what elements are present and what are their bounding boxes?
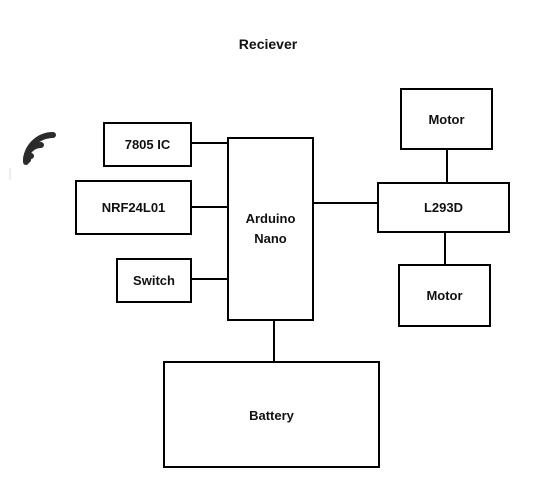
node-motor-bottom: Motor <box>398 264 491 327</box>
node-7805-ic: 7805 IC <box>103 122 192 167</box>
node-arduino-nano: Arduino Nano <box>227 137 314 321</box>
node-l293d: L293D <box>377 182 510 233</box>
node-switch: Switch <box>116 258 192 303</box>
node-l293d-label: L293D <box>424 200 463 215</box>
node-nrf24l01-label: NRF24L01 <box>102 200 166 215</box>
node-arduino-label-line2: Nano <box>254 231 287 246</box>
wifi-signal-icon <box>9 132 56 180</box>
node-battery-label: Battery <box>249 408 295 423</box>
node-battery: Battery <box>163 361 380 468</box>
node-motor-top: Motor <box>400 88 493 150</box>
node-motor-top-label: Motor <box>428 112 464 127</box>
node-nrf24l01: NRF24L01 <box>75 180 192 235</box>
node-arduino-label-line1: Arduino <box>246 211 296 226</box>
node-7805-ic-label: 7805 IC <box>125 137 171 152</box>
diagram-title: Reciever <box>238 36 298 52</box>
node-switch-label: Switch <box>133 273 175 288</box>
node-motor-bottom-label: Motor <box>426 288 462 303</box>
